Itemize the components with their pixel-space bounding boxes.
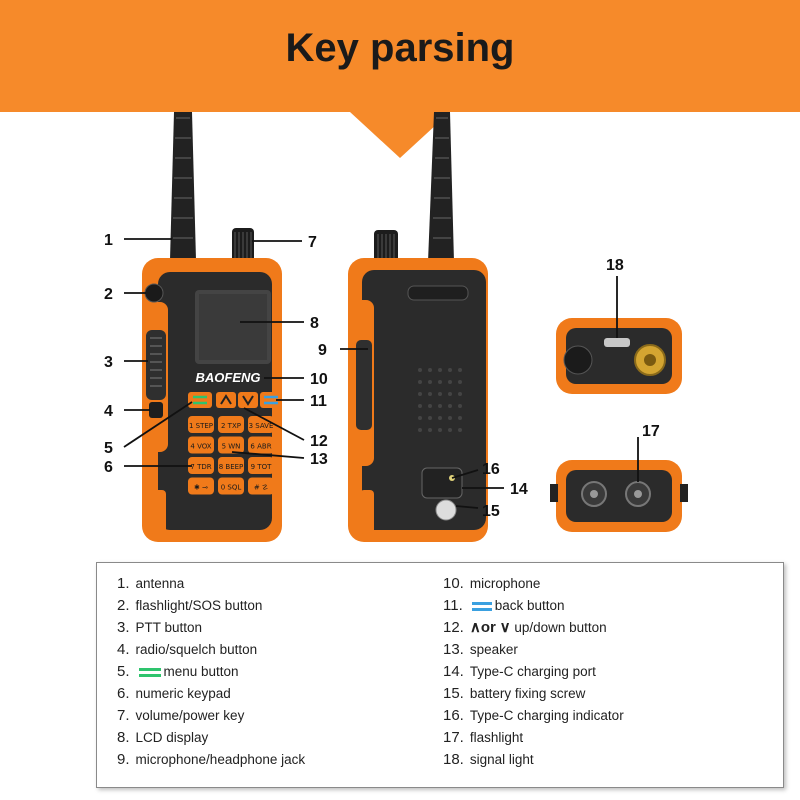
- top-view: [556, 318, 682, 394]
- keypad-key-label: 9 TOT: [251, 463, 272, 471]
- callout-7: 7: [308, 234, 317, 251]
- callout-lines: [123, 238, 639, 509]
- brand-label: BAOFENG: [196, 370, 261, 385]
- legend-item: 13.speaker: [443, 641, 518, 658]
- signal-light: [604, 338, 630, 347]
- flashlight-sos-button: [144, 283, 164, 303]
- keypad-key[interactable]: 6 ABR: [248, 436, 274, 454]
- radio-squelch-button: [149, 402, 163, 418]
- callout-10: 10: [310, 371, 328, 388]
- legend-item: 5.menu button: [117, 663, 239, 680]
- keypad-key[interactable]: 2 TXP: [218, 416, 244, 433]
- speaker-grille: [418, 368, 462, 432]
- page-title: Key parsing: [285, 26, 515, 70]
- menu-key: [188, 392, 212, 408]
- callout-17: 17: [642, 423, 660, 440]
- callout-4: 4: [104, 403, 113, 420]
- keypad-key[interactable]: 3 SAVE: [248, 416, 274, 433]
- legend-item: 2.flashlight/SOS button: [117, 597, 263, 614]
- legend-item: 10.microphone: [443, 575, 541, 592]
- callout-11: 11: [310, 393, 327, 410]
- legend-item: 12.∧or ∨ up/down button: [443, 619, 607, 636]
- bottom-view: [550, 460, 688, 532]
- legend-item: 16.Type-C charging indicator: [443, 707, 624, 724]
- keypad-key-label: 0 SQL: [221, 484, 242, 492]
- keypad-key[interactable]: 5 WN: [218, 436, 244, 454]
- keypad-key-label: 8 BEEP: [219, 463, 244, 471]
- menu-lines-icon: [138, 667, 161, 677]
- callout-16: 16: [482, 461, 500, 478]
- callout-12: 12: [310, 433, 328, 450]
- down-icon: ∨: [499, 619, 511, 636]
- callout-3: 3: [104, 354, 113, 371]
- callout-18: 18: [606, 257, 624, 274]
- legend-item: 3.PTT button: [117, 619, 203, 636]
- legend-item: 1.antenna: [117, 575, 185, 592]
- keypad-key[interactable]: 1 STEP: [188, 416, 214, 433]
- keypad-key[interactable]: 8 BEEP: [218, 457, 244, 474]
- legend-item: 7.volume/power key: [117, 707, 245, 724]
- callout-8: 8: [310, 315, 319, 332]
- callout-14: 14: [510, 481, 528, 498]
- numeric-keypad: 1 STEP 2 TXP 3 SAVE 4 VOX 5 WN 6 ABR 7 TDR 8 BE…: [188, 416, 274, 495]
- legend-item: 4.radio/squelch button: [117, 641, 258, 658]
- keypad-key-label: 3 SAVE: [249, 422, 274, 430]
- keypad-key-label: # ☡: [254, 484, 268, 492]
- side-buttons: [356, 340, 372, 430]
- legend-item: 15.battery fixing screw: [443, 685, 586, 702]
- legend-item: 8.LCD display: [117, 729, 209, 746]
- legend-item: 14.Type-C charging port: [443, 663, 596, 680]
- belt-clip-slot: [407, 285, 469, 301]
- legend-item: 11.back button: [443, 597, 565, 614]
- header-banner: [0, 0, 800, 158]
- radio-diagram: BAOFENG 1 STEP 2 TXP 3 SAVE 4 VOX 5 WN 6 ABR 7…: [104, 112, 688, 542]
- legend-left-column: 1.antenna 2.flashlight/SOS button 3.PTT …: [117, 573, 305, 771]
- legend-right-column: 10.microphone 11.back button 12.∧or ∨ up…: [443, 573, 624, 771]
- legend-box: 1.antenna 2.flashlight/SOS button 3.PTT …: [96, 562, 784, 788]
- up-icon: ∧: [469, 619, 481, 636]
- keypad-key-label: 6 ABR: [250, 443, 271, 451]
- antenna: [170, 112, 196, 260]
- legend-item: 18.signal light: [443, 751, 534, 768]
- callout-6: 6: [104, 459, 113, 476]
- callout-13: 13: [310, 451, 328, 468]
- top-knob: [563, 345, 593, 375]
- legend-item: 9.microphone/headphone jack: [117, 751, 306, 768]
- back-lines-icon: [471, 601, 492, 611]
- callout-15: 15: [482, 503, 500, 520]
- keypad-key-label: ✱ ⊸: [194, 484, 208, 492]
- keypad-key[interactable]: # ☡: [248, 477, 274, 495]
- legend-item: 17.flashlight: [443, 729, 524, 746]
- battery-fixing-screw: [435, 499, 457, 521]
- keypad-key[interactable]: 9 TOT: [248, 457, 274, 474]
- legend-item: 6.numeric keypad: [117, 685, 231, 702]
- keypad-key-label: 2 TXP: [221, 422, 241, 430]
- type-c-port-cover: [421, 467, 463, 499]
- callout-9: 9: [318, 342, 327, 359]
- ptt-button: [146, 330, 166, 400]
- callout-2: 2: [104, 286, 113, 303]
- keypad-key[interactable]: 0 SQL: [218, 477, 244, 495]
- callout-5: 5: [104, 440, 113, 457]
- callout-1: 1: [104, 232, 113, 249]
- keypad-key[interactable]: ✱ ⊸: [188, 477, 214, 495]
- keypad-key[interactable]: 7 TDR: [188, 457, 214, 474]
- keypad-key-label: 1 STEP: [189, 422, 213, 430]
- keypad-key-label: 7 TDR: [190, 463, 211, 471]
- keypad-key-label: 4 VOX: [190, 443, 211, 451]
- keypad-key-label: 5 WN: [222, 443, 241, 451]
- keypad-key[interactable]: 4 VOX: [188, 436, 214, 454]
- or-label: or: [480, 619, 496, 636]
- front-radio: BAOFENG 1 STEP 2 TXP 3 SAVE 4 VOX 5 WN 6 ABR 7…: [142, 112, 282, 542]
- back-radio: [348, 112, 488, 542]
